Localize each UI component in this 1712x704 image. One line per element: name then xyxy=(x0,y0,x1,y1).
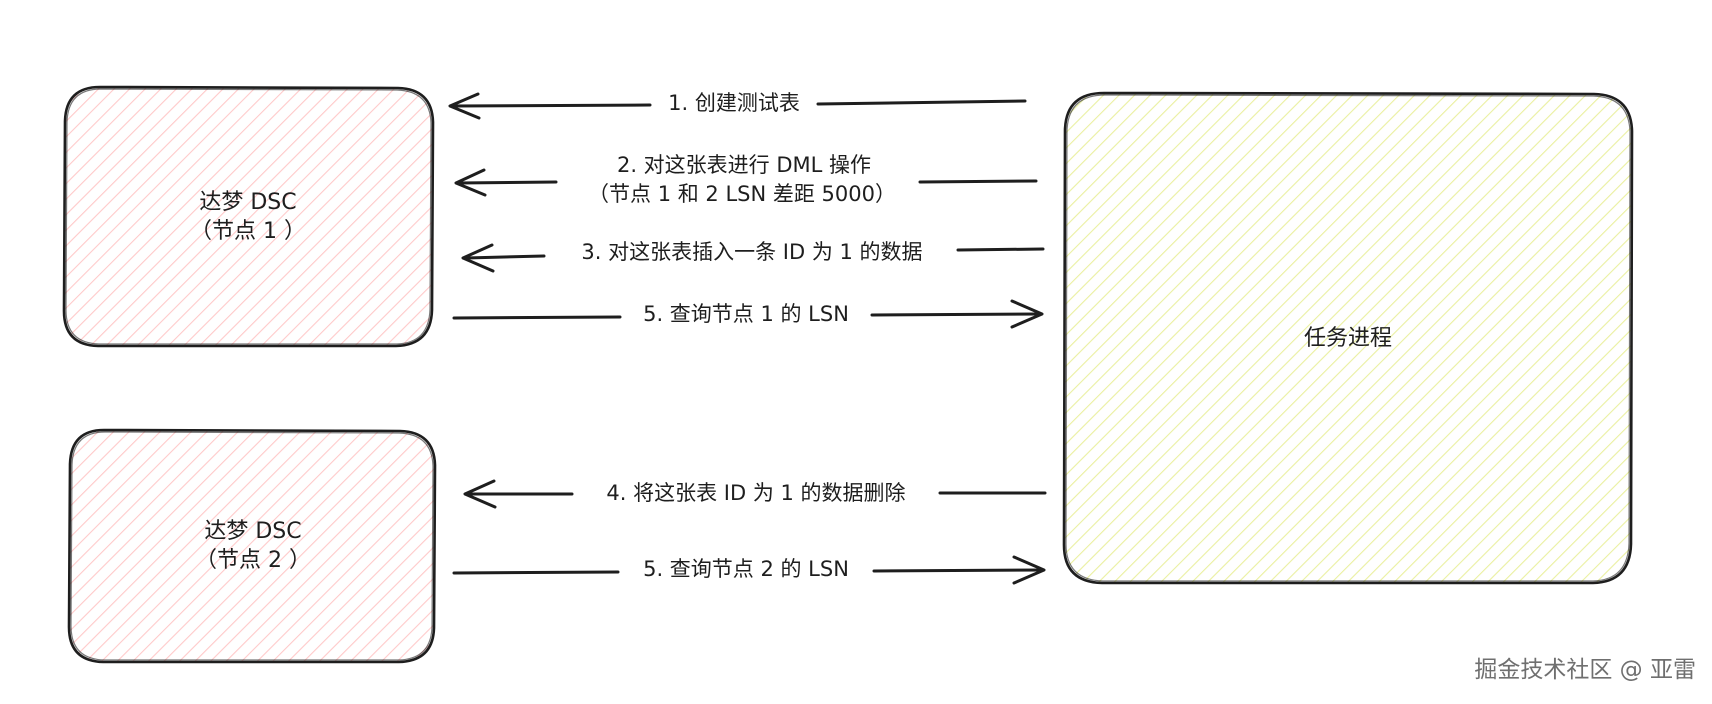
step-5-node-1-arrow: 5. 查询节点 1 的 LSN xyxy=(452,299,1044,329)
node-2-box: 达梦 DSC （节点 2 ） xyxy=(67,428,437,664)
step-1-arrow: 1. 创建测试表 xyxy=(448,91,1027,120)
step-5-node-2-arrow: 5. 查询节点 2 的 LSN xyxy=(452,555,1046,585)
step-4-arrow: 4. 将这张表 ID 为 1 的数据删除 xyxy=(463,479,1047,509)
node-2-title: 达梦 DSC xyxy=(204,519,301,544)
node-1-title: 达梦 DSC xyxy=(199,190,296,215)
node-1-box: 达梦 DSC （节点 1 ） xyxy=(62,85,435,348)
watermark: 掘金技术社区 @ 亚雷 xyxy=(1474,657,1696,683)
step-3-label: 3. 对这张表插入一条 ID 为 1 的数据 xyxy=(581,240,922,264)
step-2-arrow: 2. 对这张表进行 DML 操作 （节点 1 和 2 LSN 差距 5000） xyxy=(454,153,1038,206)
step-4-label: 4. 将这张表 ID 为 1 的数据删除 xyxy=(606,481,905,505)
step-3-arrow: 3. 对这张表插入一条 ID 为 1 的数据 xyxy=(461,240,1045,273)
step-5-node-1-label: 5. 查询节点 1 的 LSN xyxy=(643,302,849,326)
process-title: 任务进程 xyxy=(1304,326,1392,351)
process-box: 任务进程 xyxy=(1062,91,1634,585)
step-5-node-2-label: 5. 查询节点 2 的 LSN xyxy=(643,557,849,581)
node-1-subtitle: （节点 1 ） xyxy=(190,219,306,244)
step-2-label: 2. 对这张表进行 DML 操作 xyxy=(617,153,871,177)
step-2-label-line2: （节点 1 和 2 LSN 差距 5000） xyxy=(588,182,896,206)
step-1-label: 1. 创建测试表 xyxy=(668,91,800,115)
node-2-subtitle: （节点 2 ） xyxy=(195,548,311,573)
